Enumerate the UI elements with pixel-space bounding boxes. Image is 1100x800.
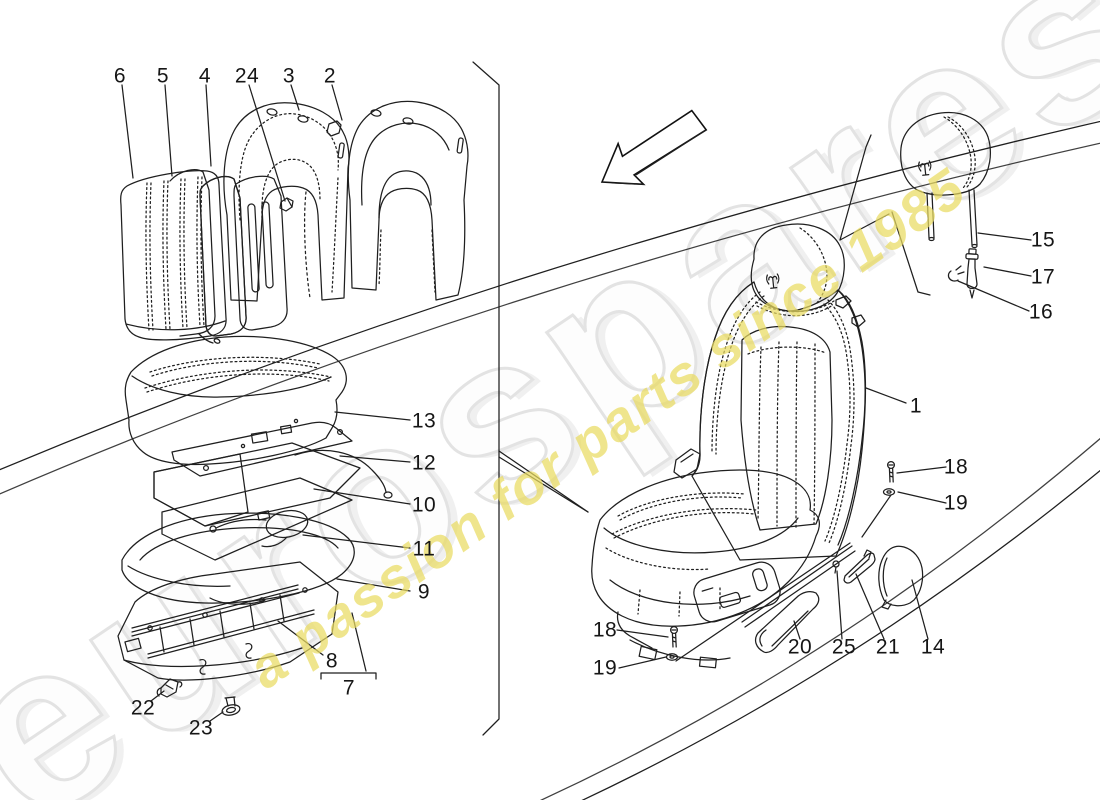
part-callout-14-26: 14 <box>920 635 946 659</box>
panel-divider <box>472 61 500 736</box>
part-callout-6-0: 6 <box>113 64 127 88</box>
clip-part-16 <box>947 265 965 282</box>
part-callout-7-12: 7 <box>342 676 356 700</box>
seat-assembly-group <box>591 223 924 669</box>
part-callout-16-17: 16 <box>1028 300 1054 324</box>
part-callout-3-4: 3 <box>282 64 296 88</box>
part-callout-18-19: 18 <box>943 455 969 479</box>
direction-arrow-icon <box>600 109 708 186</box>
screw-18-left <box>669 625 679 648</box>
part-callout-2-5: 2 <box>323 64 337 88</box>
part-callout-21-25: 21 <box>875 635 901 659</box>
part-callout-10-8: 10 <box>411 493 437 517</box>
part-callout-8-11: 8 <box>325 649 339 673</box>
washer-19-right <box>882 488 896 496</box>
part-callout-18-21: 18 <box>592 618 618 642</box>
background-swoosh <box>0 120 1100 800</box>
part-callout-22-13: 22 <box>130 696 156 720</box>
cushion-stack-group <box>117 335 393 716</box>
part-callout-19-20: 19 <box>943 491 969 515</box>
part-callout-19-22: 19 <box>592 656 618 680</box>
screw-18-right <box>886 460 896 483</box>
part-callout-11-9: 11 <box>412 537 436 561</box>
seat-adjust-control-panel <box>693 561 781 623</box>
sleeve-part-17 <box>965 248 979 299</box>
part-callout-4-2: 4 <box>198 64 212 88</box>
part-callout-25-24: 25 <box>831 635 857 659</box>
part-callout-12-7: 12 <box>411 451 437 475</box>
part-callout-20-23: 20 <box>787 635 813 659</box>
leader-lines <box>121 84 1032 722</box>
backrest-trim-group <box>120 100 469 344</box>
part-callout-23-14: 23 <box>188 716 214 740</box>
headrest-group <box>900 111 991 299</box>
part-callout-9-10: 9 <box>417 580 431 604</box>
part-callout-15-15: 15 <box>1030 228 1056 252</box>
part-callout-24-3: 24 <box>234 64 260 88</box>
part-callout-1-18: 1 <box>909 394 923 418</box>
part-callout-13-6: 13 <box>411 409 437 433</box>
part-callout-17-16: 17 <box>1030 265 1056 289</box>
part-callout-5-1: 5 <box>156 64 170 88</box>
